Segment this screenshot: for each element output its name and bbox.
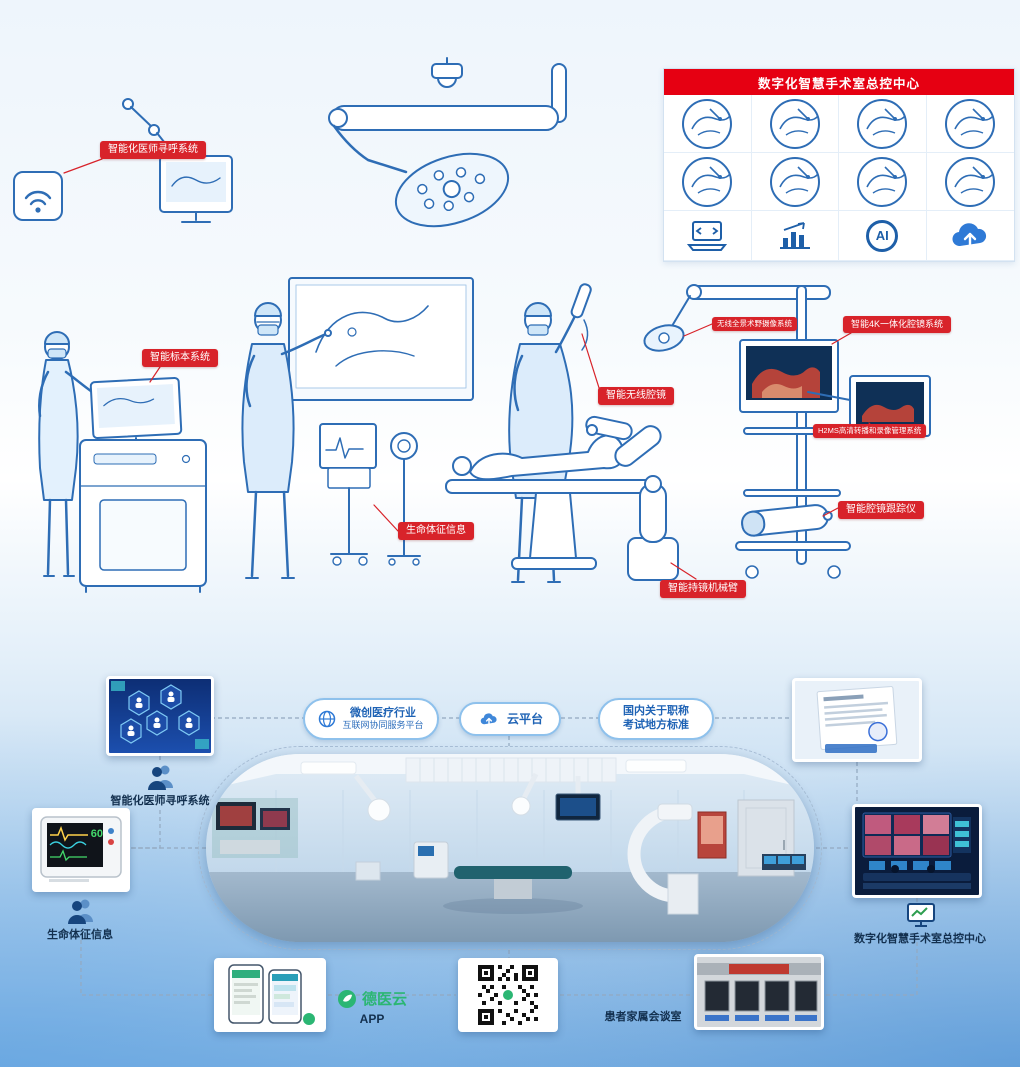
recording-monitor <box>807 375 931 437</box>
control-room-photo <box>852 804 982 898</box>
ceiling-camera-icon <box>431 57 463 88</box>
endoscope-monitor <box>739 339 839 413</box>
platform-line2: 互联网协同服务平台 <box>342 720 424 731</box>
label-panorama-camera: 无线全景术野摄像系统 <box>712 317 797 331</box>
robot-arm <box>585 415 679 581</box>
control-panel-title: 数字化智慧手术室总控中心 <box>664 69 1014 95</box>
heart-rate-value: 60 <box>90 828 103 840</box>
cloud-platform-node: 云平台 <box>459 702 561 736</box>
people-icon <box>68 899 93 924</box>
cloud-label: 云平台 <box>506 711 543 726</box>
surgery-view-thumbnail <box>751 153 839 211</box>
qr-code <box>478 965 538 1025</box>
surgery-view-thumbnail <box>751 95 839 153</box>
surgery-view-thumbnail <box>839 95 927 153</box>
ai-icon-label: AI <box>875 228 889 243</box>
family-room-photo <box>694 954 824 1030</box>
label-specimen-system: 智能标本系统 <box>142 349 218 367</box>
standard-line1: 国内关于职称 <box>623 705 689 718</box>
control-panel-grid: AI <box>664 95 1014 261</box>
paging-network-photo <box>106 676 214 756</box>
vitals-monitor-photo: 60 <box>32 808 130 892</box>
monitor-chart-icon <box>907 903 935 927</box>
standard-line2: 考试地方标准 <box>623 719 689 731</box>
standard-document-photo <box>792 678 922 762</box>
vitals-cart <box>319 423 377 566</box>
flow-vitals-label: 生命体征信息 <box>47 929 113 941</box>
label-vital-signs: 生命体征信息 <box>398 522 474 540</box>
cloud-icon <box>480 712 497 724</box>
or-photo-dashed-ring <box>198 746 822 950</box>
cloud-upload-icon <box>926 211 1014 261</box>
nurse-figure <box>38 331 110 577</box>
control-center-panel: 数字化智慧手术室总控中心 AI <box>663 68 1015 262</box>
brand-block: 德医云 APP <box>326 988 418 1026</box>
app-label: APP <box>359 1012 385 1026</box>
wifi-device-icon <box>13 171 63 221</box>
surgery-view-thumbnail <box>839 153 927 211</box>
ai-icon: AI <box>839 211 927 261</box>
platform-line1: 微创医疗行业 <box>349 706 416 719</box>
qr-code-photo <box>458 958 558 1032</box>
brand-leaf-icon <box>337 989 356 1008</box>
surgery-view-thumbnail <box>926 153 1014 211</box>
flow-family-room-label: 患者家属会谈室 <box>604 1011 682 1023</box>
app-phones-photo <box>214 958 326 1032</box>
laptop-sync-icon <box>664 211 752 261</box>
brand-name: 德医云 <box>361 991 407 1008</box>
label-paging-system: 智能化医师寻呼系统 <box>100 141 206 159</box>
equipment-cart <box>735 427 851 579</box>
surgery-view-thumbnail <box>926 95 1014 153</box>
flow-paging-label: 智能化医师寻呼系统 <box>110 795 210 807</box>
platform-node: 微创医疗行业 互联网协同服务平台 <box>303 698 439 740</box>
people-icon <box>148 765 173 790</box>
operating-room-photo <box>206 754 814 942</box>
standard-node: 国内关于职称 考试地方标准 <box>598 698 714 740</box>
flow-control-center-label: 数字化智慧手术室总控中心 <box>854 933 986 945</box>
specimen-machine <box>79 376 207 593</box>
surgical-light <box>328 63 567 228</box>
surgery-view-thumbnail <box>664 153 752 211</box>
analytics-icon <box>751 211 839 261</box>
label-scope-tracker: 智能腔镜跟踪仪 <box>838 501 924 519</box>
operating-table <box>445 434 655 570</box>
label-robot-arm: 智能持镜机械臂 <box>660 580 746 598</box>
label-wireless-scope: 智能无线腔镜 <box>598 387 674 405</box>
surgeon-pointing-figure <box>241 302 332 579</box>
surgery-view-thumbnail <box>664 95 752 153</box>
globe-icon <box>319 710 336 728</box>
round-lamp-device <box>387 432 421 566</box>
label-recording-system: H2MS高清转播和录像管理系统 <box>813 424 927 438</box>
wall-screen <box>288 277 474 401</box>
arm-monitor <box>122 98 233 223</box>
label-endoscope-4k: 智能4K一体化腔镜系统 <box>843 316 952 333</box>
